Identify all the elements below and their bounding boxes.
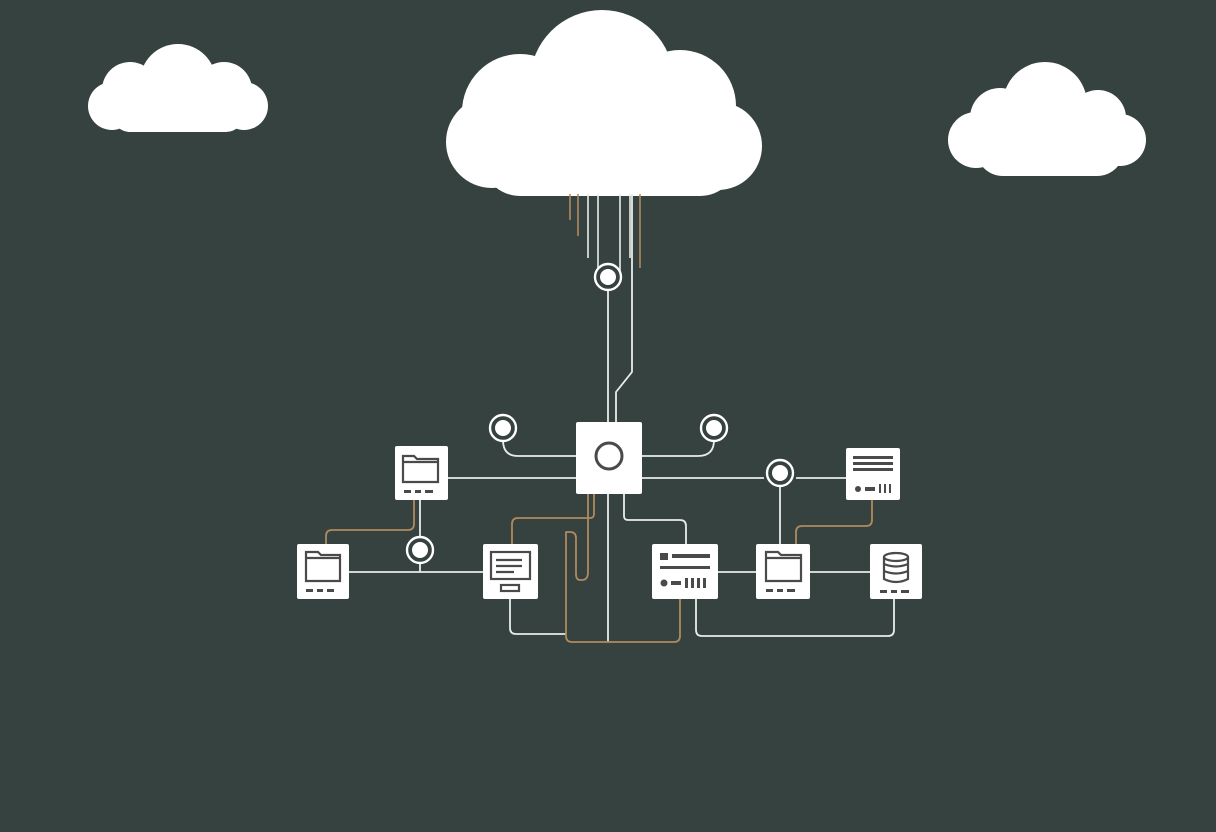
document-icon: [853, 456, 893, 493]
cloud-drop-lines: [569, 194, 641, 272]
database-icon: [882, 551, 910, 584]
list-node: [652, 544, 718, 599]
connectors-white: [349, 194, 895, 642]
hub-node: [576, 422, 642, 494]
dot-hub-right: [699, 413, 729, 443]
dot-left-junction: [405, 535, 435, 565]
folder-icon: [304, 550, 342, 583]
cloud-left: [88, 44, 268, 132]
folder-icon: [764, 550, 803, 583]
dot-uplink: [593, 262, 623, 292]
monitor-icon: [489, 550, 532, 593]
monitor-node: [483, 544, 538, 599]
dot-hub-left: [488, 413, 518, 443]
database-node: [870, 544, 922, 599]
folder-icon: [401, 454, 440, 484]
circle-icon: [594, 441, 624, 471]
dot-right-junction: [765, 458, 795, 488]
cloud-center: [446, 10, 762, 196]
folder-node-right: [756, 544, 810, 599]
list-icon: [660, 553, 710, 588]
folder-node-top-left: [395, 446, 448, 500]
hub-to-right-dot: [642, 439, 715, 457]
connector-dots: [405, 262, 795, 565]
hub-to-left-dot: [502, 439, 578, 457]
cloud-right: [948, 62, 1146, 176]
folder-node-left: [297, 544, 349, 599]
connectors-copper: [325, 494, 873, 643]
document-node: [846, 448, 900, 500]
uplink-line-2: [615, 194, 633, 422]
